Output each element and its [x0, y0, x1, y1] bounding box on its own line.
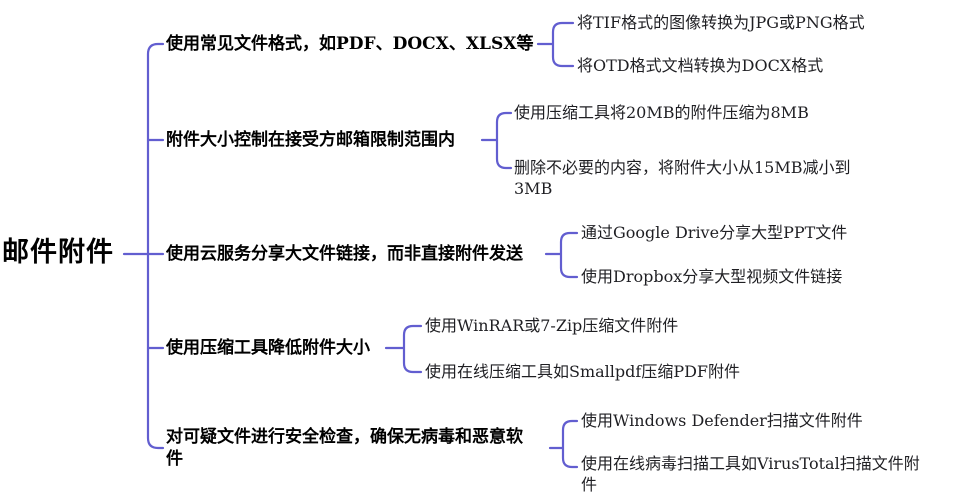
branch-1-fork-line: [536, 21, 575, 68]
branch-3-fork-line: [544, 231, 579, 279]
leaf-node-windows-defender: 使用Windows Defender扫描文件附件: [581, 411, 863, 430]
leaf-node-google-drive-ppt: 通过Google Drive分享大型PPT文件: [581, 223, 848, 242]
leaf-node-smallpdf: 使用在线压缩工具如Smallpdf压缩PDF附件: [425, 362, 741, 381]
branch-node-common-file-formats: 使用常见文件格式，如PDF、DOCX、XLSX等: [166, 34, 534, 54]
spine-connector-line: [146, 42, 165, 450]
root-node-email-attachments: 邮件附件: [2, 237, 114, 268]
branch-node-cloud-sharing: 使用云服务分享大文件链接，而非直接附件发送: [166, 244, 523, 264]
leaf-node-winrar-7zip: 使用WinRAR或7-Zip压缩文件附件: [425, 316, 679, 335]
leaf-node-otd-to-docx: 将OTD格式文档转换为DOCX格式: [577, 56, 824, 75]
leaf-node-dropbox-video: 使用Dropbox分享大型视频文件链接: [581, 267, 843, 286]
leaf-node-virustotal: 使用在线病毒扫描工具如VirusTotal扫描文件附件: [581, 454, 920, 494]
branch-node-security-check: 对可疑文件进行安全检查，确保无病毒和恶意软件: [166, 427, 523, 469]
branch-node-size-limit: 附件大小控制在接受方邮箱限制范围内: [166, 130, 455, 150]
leaf-node-compress-20mb-to-8mb: 使用压缩工具将20MB的附件压缩为8MB: [514, 103, 809, 122]
leaf-node-remove-content-15mb-to-3mb: 删除不必要的内容，将附件大小从15MB减小到3MB: [514, 158, 851, 198]
branch-5-fork-line: [548, 419, 579, 469]
branch-2-fork-line: [480, 111, 513, 170]
branch-4-fork-line: [384, 324, 423, 374]
leaf-node-tif-to-jpg-png: 将TIF格式的图像转换为JPG或PNG格式: [577, 13, 865, 32]
branch-node-compression-tools: 使用压缩工具降低附件大小: [166, 338, 370, 358]
